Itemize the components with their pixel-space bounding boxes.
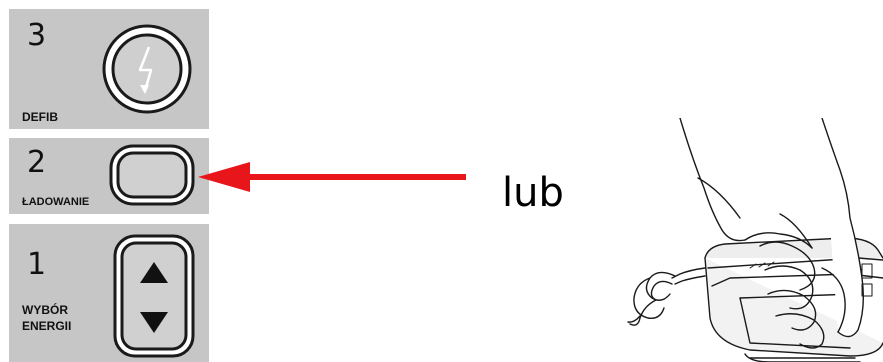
step-number-1: 1	[27, 250, 46, 280]
paddle-hand-illustration	[600, 118, 883, 362]
defib-button[interactable]	[101, 23, 193, 115]
energy-select-panel: 1 WYBÓR ENERGII	[9, 224, 209, 362]
defib-label: DEFIB	[22, 109, 58, 125]
step-number-3: 3	[27, 21, 46, 51]
connector-text: lub	[502, 173, 564, 213]
energy-label-line2: ENERGII	[22, 318, 71, 334]
charge-button[interactable]	[109, 144, 195, 206]
charge-panel: 2 ŁADOWANIE	[9, 138, 209, 214]
step-number-2: 2	[27, 148, 46, 178]
defib-panel: 3 DEFIB	[9, 9, 209, 129]
energy-label-line1: WYBÓR	[22, 302, 68, 318]
charge-label: ŁADOWANIE	[22, 194, 89, 210]
energy-select-button[interactable]	[113, 234, 195, 358]
pointer-arrow	[198, 160, 468, 194]
